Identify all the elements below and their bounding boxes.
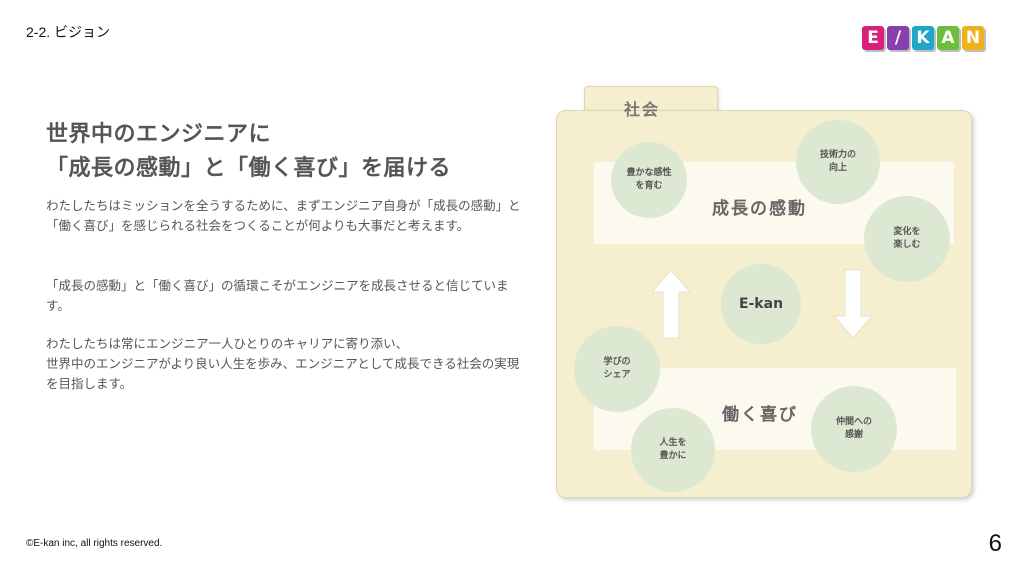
ekan-center-circle: E-kan xyxy=(721,264,801,344)
circle-thanks: 仲間への 感謝 xyxy=(811,386,897,472)
logo-letter-k: K xyxy=(912,26,934,50)
circle-change-label: 変化を 楽しむ xyxy=(893,227,921,250)
circle-life-label: 人生を 豊かに xyxy=(659,438,687,461)
copyright-notice: ©E-kan inc, all rights reserved. xyxy=(26,538,163,549)
growth-label: 成長の感動 xyxy=(712,199,807,219)
ekan-logo: E / K A N xyxy=(862,26,986,52)
body-paragraph-3-line-2: 世界中のエンジニアがより良い人生を歩み、エンジニアとして成長できる社会の実現を目… xyxy=(46,356,520,391)
circle-skill: 技術力の 向上 xyxy=(796,120,880,204)
circle-learning: 学びの シェア xyxy=(574,326,660,412)
circle-change: 変化を 楽しむ xyxy=(864,196,950,282)
headline-line-1: 世界中のエンジニアに xyxy=(46,122,272,147)
circle-learning-label: 学びの シェア xyxy=(603,357,631,380)
circle-sensitivity-label: 豊かな感性 を育む xyxy=(626,168,672,191)
body-paragraph-2: 「成長の感動」と「働く喜び」の循環こそがエンジニアを成長させると信じています。 xyxy=(46,278,509,313)
headline-line-2: 「成長の感動」と「働く喜び」を届ける xyxy=(46,156,452,181)
joy-label: 働く喜び xyxy=(722,405,798,425)
up-arrow-icon xyxy=(650,269,692,339)
logo-letter-e: E xyxy=(862,26,884,50)
circle-skill-label: 技術力の 向上 xyxy=(819,150,856,173)
logo-letter-a: A xyxy=(937,26,959,50)
body-paragraph-1: わたしたちはミッションを全うするために、まずエンジニア自身が「成長の感動」と「働… xyxy=(46,198,521,233)
circle-sensitivity: 豊かな感性 を育む xyxy=(611,142,687,218)
logo-letter-slash: / xyxy=(887,26,909,50)
ekan-center-label: E-kan xyxy=(738,295,784,312)
logo-letter-n: N xyxy=(962,26,984,50)
circle-thanks-label: 仲間への 感謝 xyxy=(835,417,872,440)
section-title: 2-2. ビジョン xyxy=(26,24,111,40)
page-number: 6 xyxy=(988,530,1002,557)
society-label: 社会 xyxy=(624,100,661,119)
body-paragraph-3: わたしたちは常にエンジニア一人ひとりのキャリアに寄り添い、 世界中のエンジニアが… xyxy=(46,334,526,394)
body-paragraph-3-line-1: わたしたちは常にエンジニア一人ひとりのキャリアに寄り添い、 xyxy=(46,336,409,351)
down-arrow-icon xyxy=(832,269,874,339)
circle-life: 人生を 豊かに xyxy=(631,408,715,492)
